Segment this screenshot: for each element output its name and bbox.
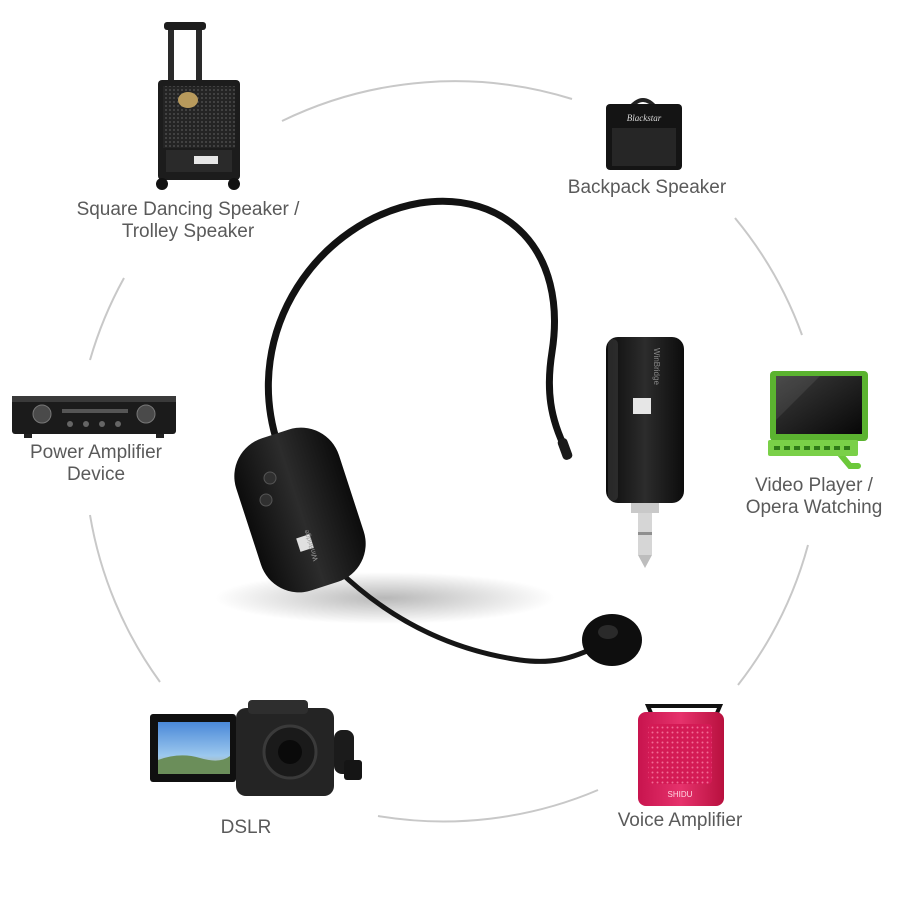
label-power-amplifier-line2: Device xyxy=(66,464,126,485)
backpack-speaker-brand: Blackstar xyxy=(627,113,662,123)
label-backpack-speaker-text: Backpack Speaker xyxy=(567,177,727,198)
voice-amplifier-image: SHIDU xyxy=(638,704,724,806)
receiver-brand: WinBridge xyxy=(652,348,661,385)
label-video-player-line2: Opera Watching xyxy=(745,497,883,518)
voice-amplifier-brand: SHIDU xyxy=(668,790,693,799)
trolley-speaker-image xyxy=(156,22,240,190)
label-backpack-speaker: Backpack Speaker xyxy=(552,177,742,199)
label-camera-text: DSLR xyxy=(220,817,272,838)
video-player-image xyxy=(768,371,868,469)
connection-ring xyxy=(89,80,809,823)
ring-arc-upper-right xyxy=(734,217,803,336)
ring-arc-right xyxy=(737,544,809,686)
camera-image xyxy=(150,700,362,796)
label-voice-amplifier-text: Voice Amplifier xyxy=(617,810,743,831)
label-trolley-speaker: Square Dancing Speaker / Trolley Speaker xyxy=(62,199,314,243)
label-camera: DSLR xyxy=(206,817,286,839)
backpack-speaker-image: Blackstar xyxy=(606,98,682,170)
ring-arc-top xyxy=(281,80,573,122)
ring-arc-lower-left xyxy=(89,514,161,683)
label-video-player: Video Player / Opera Watching xyxy=(734,475,894,519)
label-trolley-speaker-line1: Square Dancing Speaker / xyxy=(76,199,300,220)
headset-microphone-image: WinBridge xyxy=(234,197,642,666)
wireless-receiver-image: WinBridge xyxy=(606,337,684,568)
label-power-amplifier-line1: Power Amplifier xyxy=(30,442,162,463)
label-voice-amplifier: Voice Amplifier xyxy=(600,810,760,832)
ring-arc-bottom xyxy=(377,789,599,823)
power-amplifier-image xyxy=(12,396,176,438)
ring-arc-left xyxy=(89,277,125,361)
label-trolley-speaker-line2: Trolley Speaker xyxy=(121,221,255,242)
label-video-player-line1: Video Player / xyxy=(755,475,873,496)
label-power-amplifier: Power Amplifier Device xyxy=(14,442,178,486)
